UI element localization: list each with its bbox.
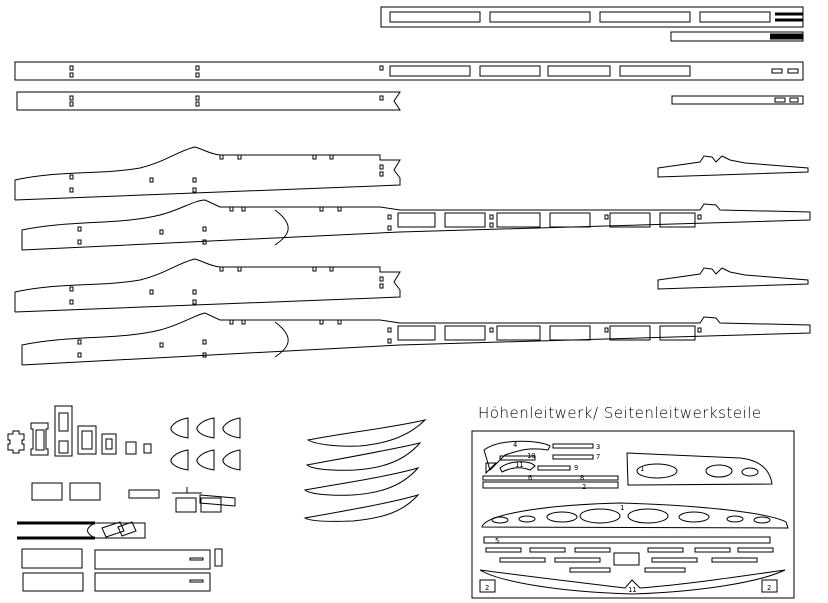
fuselage-side-2	[21, 199, 811, 251]
part-label: 11	[628, 586, 636, 594]
fuselage-side-3	[14, 258, 401, 313]
spar-long	[14, 61, 804, 81]
tail-part-small	[657, 155, 809, 290]
part-label: 2	[767, 584, 771, 592]
part-label: 4	[513, 441, 517, 449]
fuselage-side-1	[14, 146, 401, 201]
part-label: 1	[640, 465, 644, 473]
part-label: 9	[574, 464, 578, 472]
tail-parts-panel	[471, 430, 795, 599]
part-label: 1	[620, 504, 624, 512]
sheet-title: Höhenleitwerk/ Seitenleitwerksteile	[478, 404, 762, 422]
part-label: 6	[528, 474, 532, 482]
part-label: 11	[515, 461, 523, 469]
nose-cones	[170, 417, 241, 471]
plates	[31, 482, 236, 513]
part-label: 3	[596, 443, 600, 451]
part-numbers: 4 10 3 7 9 11 6 8 2 1 1 5 2 2 11	[485, 441, 771, 594]
part-label: 2	[485, 584, 489, 592]
part-label: 8	[580, 474, 584, 482]
spar-short	[16, 91, 804, 111]
part-label: 10	[527, 452, 535, 460]
part-label: 2	[582, 483, 586, 491]
fuselage-side-4	[21, 312, 811, 366]
wing-ribs	[303, 419, 427, 522]
tube-assembly	[17, 521, 146, 540]
part-label: 5	[495, 537, 499, 545]
boxes	[21, 548, 223, 592]
part-label: 7	[596, 453, 600, 461]
formers	[7, 405, 152, 457]
spar-top	[380, 6, 804, 42]
